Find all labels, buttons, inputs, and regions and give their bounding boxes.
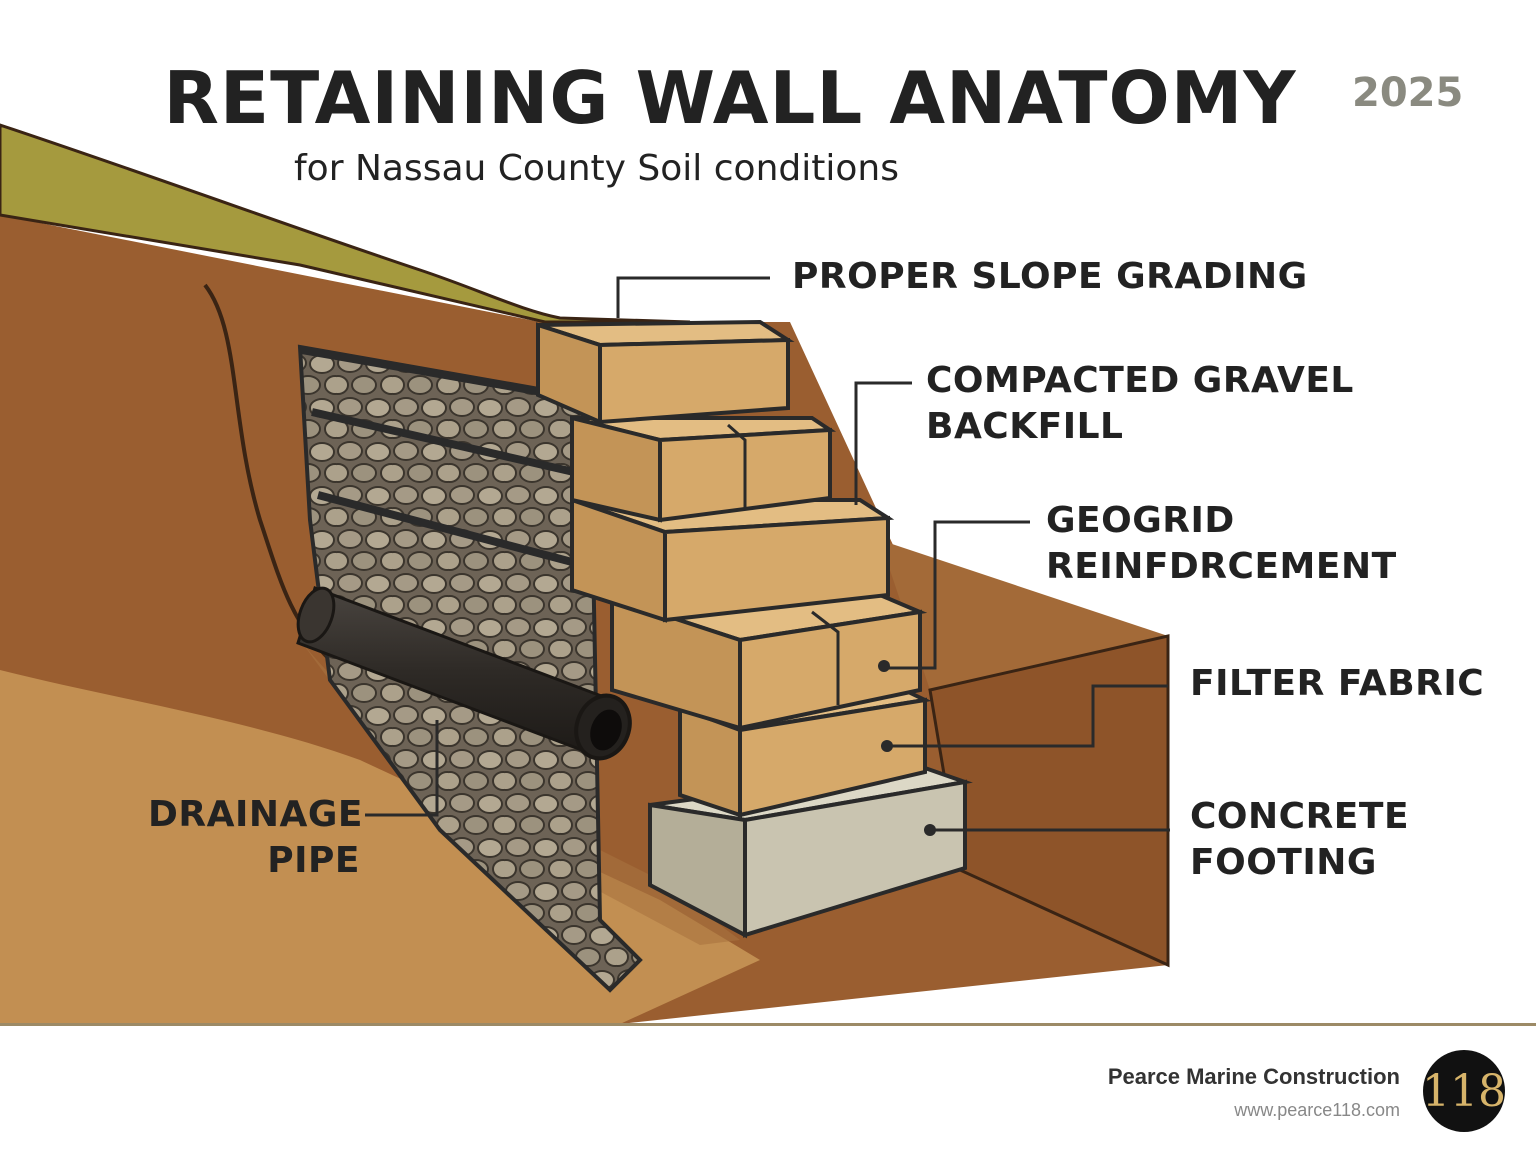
leader-pipe xyxy=(365,720,439,817)
company-logo: 118 xyxy=(1422,1050,1506,1132)
geogrid-line-3 xyxy=(316,491,612,576)
soil-cut-top xyxy=(880,540,1168,690)
company-url[interactable]: www.pearce118.com xyxy=(1234,1100,1400,1120)
footer-divider xyxy=(0,1023,1536,1026)
page-subtitle: for Nassau County Soil conditions xyxy=(294,148,899,189)
year-label: 2025 xyxy=(1352,70,1464,116)
wall-block-row-3 xyxy=(570,497,895,623)
label-slope-grading: PROPER SLOPE GRADING xyxy=(792,256,1308,297)
leader-lines xyxy=(365,276,1170,832)
leader-geogrid xyxy=(882,520,1030,670)
leader-fabric xyxy=(885,684,1168,748)
leader-slope xyxy=(616,276,770,318)
brand-block: Pearce Marine Construction www.pearce118… xyxy=(1108,1064,1400,1121)
retaining-wall-diagram xyxy=(0,123,1170,1024)
page-title: RETAINING WALL ANATOMY xyxy=(163,56,1297,140)
wall-block-row-1 xyxy=(536,319,795,426)
geogrid-line-2 xyxy=(311,408,601,482)
grass-layer xyxy=(0,123,691,324)
leader-gravel xyxy=(854,381,912,505)
company-name: Pearce Marine Construction xyxy=(1107,1064,1400,1089)
label-filter-fabric: FILTER FABRIC xyxy=(1190,663,1485,704)
wall-block-row-2 xyxy=(570,415,837,523)
